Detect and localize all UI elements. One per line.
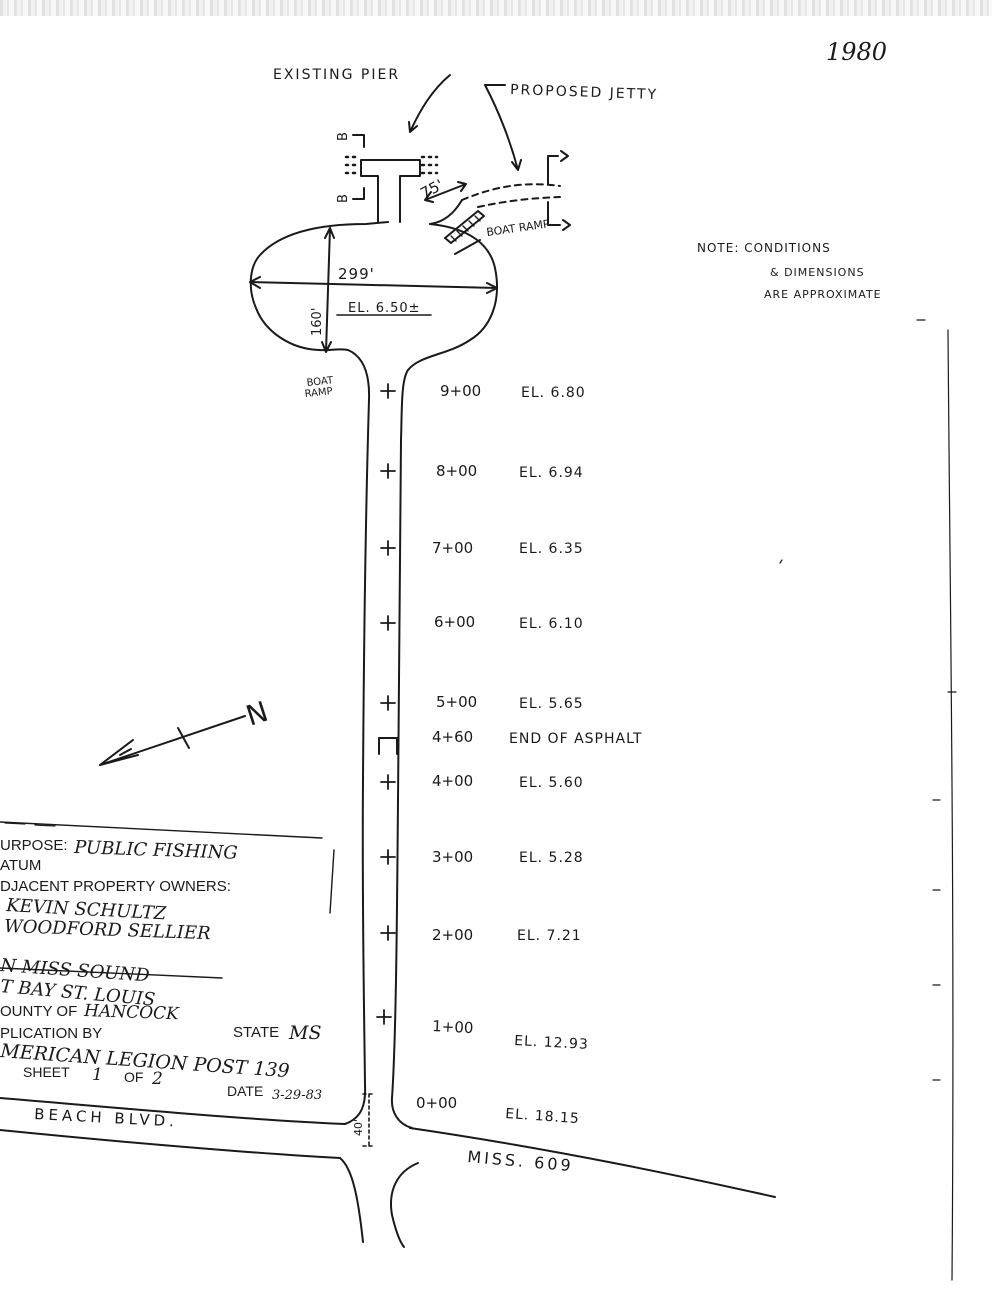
sheet-of-label: OF [124, 1069, 143, 1085]
jetty-section-arrows [560, 150, 571, 231]
page-tick-marks [779, 319, 957, 1081]
turnaround-elevation-label: EL. 6.50± [348, 301, 421, 316]
existing-pier [360, 159, 421, 223]
section-mark-top: B [336, 132, 351, 141]
scan-edge [0, 0, 992, 16]
station-marks [376, 383, 396, 1025]
state-label: STATE [233, 1024, 279, 1041]
title-block-rule-mid [0, 967, 223, 979]
north-arrow [99, 715, 246, 766]
county-label: OUNTY OF [0, 1003, 77, 1020]
road-miss-609 [409, 1127, 776, 1198]
boat-ramp-side-label-2: RAMP [304, 386, 333, 400]
road-outline-east [390, 223, 499, 1129]
title-block: URPOSE: PUBLIC FISHING ATUM DJACENT PROP… [0, 837, 322, 1103]
leader-existing-pier [408, 74, 451, 133]
station-elevation: EL. 5.28 [519, 850, 584, 866]
station-elevation: EL. 5.65 [519, 696, 584, 712]
section-mark-bottom: B [336, 194, 351, 203]
date-value: 3-29-83 [272, 1088, 322, 1103]
station-elevation: EL. 6.35 [519, 541, 584, 557]
dim-40-line [362, 1093, 376, 1147]
station-label: 1+00 [432, 1017, 474, 1037]
station-elevation: END OF ASPHALT [509, 731, 643, 747]
road-beach-blvd-south [0, 1129, 364, 1243]
beach-blvd-label: BEACH BLVD. [34, 1105, 179, 1131]
dim-160-line [321, 227, 335, 353]
miss-609-label: MISS. 609 [467, 1147, 575, 1175]
note-block: NOTE: CONDITIONS & DIMENSIONS ARE APPROX… [697, 241, 882, 301]
boat-ramp-wall [454, 239, 481, 255]
station-label: 3+00 [432, 848, 473, 866]
existing-pier-label: EXISTING PIER [273, 67, 400, 83]
sheet-label: SHEET [23, 1064, 70, 1080]
application-label: PLICATION BY [0, 1025, 102, 1042]
station-list: 9+00 EL. 6.80 8+00 EL. 6.94 7+00 EL. 6.3… [416, 382, 643, 1127]
leader-proposed-jetty [484, 84, 522, 171]
station-label: 6+00 [434, 613, 475, 631]
proposed-jetty-label: PROPOSED JETTY [510, 82, 658, 103]
dim-299-label: 299' [338, 265, 375, 283]
north-arrow-label: N [242, 695, 272, 733]
station-elevation: EL. 5.60 [519, 775, 584, 791]
title-block-rule-top [0, 821, 323, 839]
datum-label: ATUM [0, 857, 41, 874]
station-elevation: EL. 6.80 [521, 385, 586, 401]
jetty-section-line [547, 155, 561, 226]
station-label: 2+00 [432, 926, 473, 944]
pier-piles [344, 155, 439, 175]
station-label: 9+00 [440, 382, 481, 400]
dim-75-label: 75' [417, 176, 446, 203]
boat-ramp-hatch [450, 215, 481, 242]
road-beach-blvd [0, 1097, 346, 1125]
year-label: 1980 [826, 38, 887, 66]
station-label: 8+00 [436, 462, 477, 480]
county-value: HANCOCK [83, 1001, 181, 1024]
station-label: 4+00 [432, 772, 473, 790]
adjacent-owners-label: DJACENT PROPERTY OWNERS: [0, 878, 231, 895]
station-label: 5+00 [436, 693, 477, 711]
dim-40-label: 40' [352, 1119, 365, 1136]
station-label: 0+00 [416, 1094, 457, 1112]
dim-299-line [249, 276, 498, 294]
road-miss-609-south [390, 1162, 419, 1248]
sheet-number: 1 [92, 1065, 103, 1085]
station-elevation: EL. 6.10 [519, 616, 584, 632]
title-block-rule-dash [4, 822, 56, 827]
state-value: MS [288, 1022, 321, 1044]
boat-ramp-top [444, 210, 485, 244]
dim-75-line [424, 181, 467, 203]
owner-2: WOODFORD SELLIER [4, 916, 211, 944]
station-label: 4+60 [432, 728, 473, 746]
station-elevation: EL. 7.21 [517, 928, 582, 944]
proposed-jetty [461, 183, 561, 208]
note-line-2: & DIMENSIONS [770, 266, 865, 279]
station-elevation: EL. 6.94 [519, 465, 584, 481]
section-line-b [352, 134, 365, 200]
dim-160-label: 160' [310, 308, 325, 336]
purpose-value: PUBLIC FISHING [73, 837, 238, 864]
sheet-total: 2 [151, 1069, 163, 1089]
jetty-connection [429, 199, 463, 225]
station-elevation: EL. 18.15 [505, 1106, 581, 1127]
end-of-asphalt-mark [378, 737, 398, 755]
date-label: DATE [227, 1083, 263, 1099]
road-outline-west [249, 221, 389, 1125]
station-label: 7+00 [432, 539, 473, 557]
note-line-3: ARE APPROXIMATE [764, 288, 882, 301]
boat-ramp-side-label-1: BOAT [306, 375, 334, 389]
boat-ramp-top-label: BOAT RAMP [486, 217, 551, 239]
station-elevation: EL. 12.93 [514, 1033, 589, 1053]
note-line-1: NOTE: CONDITIONS [697, 241, 831, 255]
page-edge-mark [947, 329, 954, 1281]
title-block-rule-right [329, 849, 335, 914]
purpose-label: URPOSE: [0, 837, 68, 854]
